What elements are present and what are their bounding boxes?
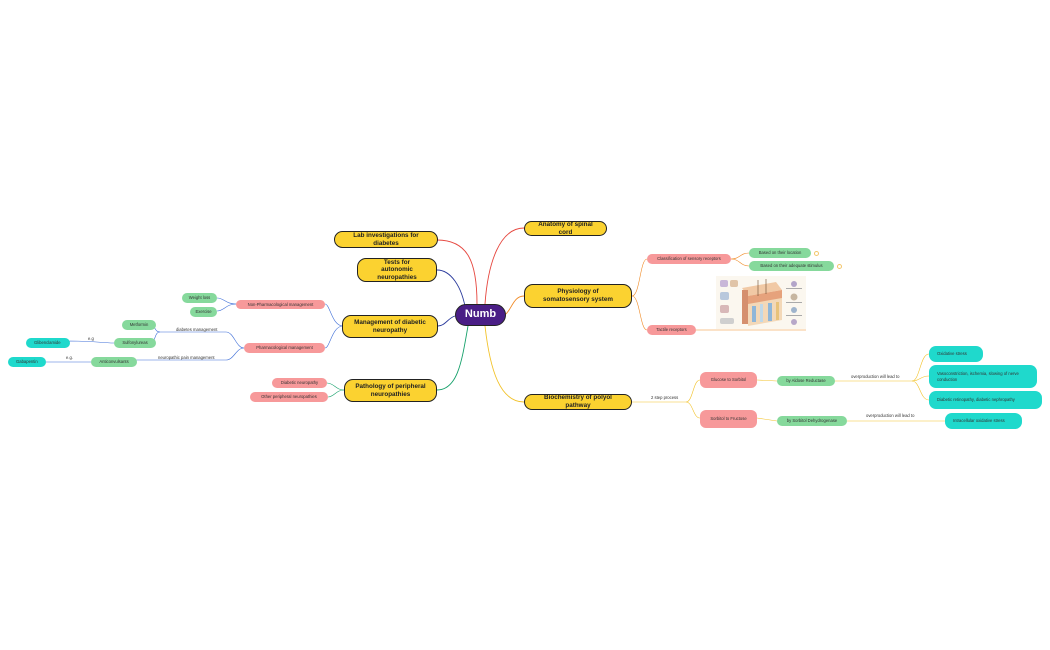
diabetes-management-label: diabetes management xyxy=(176,327,218,332)
overproduction-label-1: overproduction will lead to xyxy=(851,374,900,379)
edge-root-pathology xyxy=(436,325,469,391)
vasoconstriction-ischemia[interactable]: Vasoconstriction, ischemia, slowing of n… xyxy=(929,365,1037,388)
note-marker-icon[interactable] xyxy=(814,251,819,256)
weight-loss[interactable]: Weight loss xyxy=(182,293,217,303)
sulfonylureas[interactable]: Sulfonylureas xyxy=(114,338,156,348)
edge-root-biochemistry xyxy=(484,325,525,403)
sorbitol-to-fructose[interactable]: Sorbitol to Fructose xyxy=(700,410,757,428)
topic-biochemistry[interactable]: Biochemistry of polyol pathway xyxy=(524,394,632,410)
gabapentin[interactable]: Gabapentin xyxy=(8,357,46,367)
based-on-location[interactable]: Based on their location xyxy=(749,248,811,258)
based-on-adequate-stimulus[interactable]: Based on their adequate stimulus xyxy=(749,261,834,271)
edge-root-anatomy xyxy=(484,227,525,305)
sorbitol-dehydrogenase[interactable]: by Sorbitol Dehydrogenase xyxy=(777,416,847,426)
edge-root-management xyxy=(437,315,456,327)
eg-label-2: e.g. xyxy=(66,355,73,360)
aldose-reductase[interactable]: by Aldose Reductase xyxy=(777,376,835,386)
intracellular-oxidative-stress[interactable]: Intracellular oxidative stress xyxy=(945,413,1022,429)
pharmacological-management[interactable]: Pharmacological management xyxy=(244,343,325,353)
note-marker-icon[interactable] xyxy=(837,264,842,269)
tactile-receptors[interactable]: Tactile receptors xyxy=(647,325,696,335)
retinopathy-nephropathy[interactable]: Diabetic retinopathy, diabetic nephropat… xyxy=(929,391,1042,409)
diabetic-neuropathy[interactable]: Diabetic neuropathy xyxy=(272,378,327,388)
other-peripheral-neuropathies[interactable]: Other peripheral neuropathies xyxy=(250,392,328,402)
overproduction-label-2: overproduction will lead to xyxy=(866,413,915,418)
exercise[interactable]: Exercise xyxy=(190,307,217,317)
edge-root-physiology xyxy=(505,295,525,315)
topic-anatomy[interactable]: Anatomy of spinal cord xyxy=(524,221,607,236)
metformin[interactable]: Metformin xyxy=(122,320,156,330)
skin-receptors-image xyxy=(716,276,806,329)
classification-of-sensory-receptors[interactable]: Classification of sensory receptors xyxy=(647,254,731,264)
root-topic[interactable]: Numb xyxy=(455,304,506,326)
two-step-process-label: 2 step process xyxy=(651,395,679,400)
eg-label-1: e.g xyxy=(88,336,94,341)
anticonvulsants[interactable]: Anticonvulsants xyxy=(91,357,137,367)
topic-physiology[interactable]: Physiology of somatosensory system xyxy=(524,284,632,308)
topic-pathology[interactable]: Pathology of peripheral neuropathies xyxy=(344,379,437,402)
oxidative-stress[interactable]: Oxidative stress xyxy=(929,346,983,362)
edge-root-lab xyxy=(436,239,478,305)
topic-management[interactable]: Management of diabetic neuropathy xyxy=(342,315,438,338)
non-pharmacological-management[interactable]: Non-Pharmacological management xyxy=(236,300,325,309)
glucose-to-sorbitol[interactable]: Glucose to Sorbitol xyxy=(700,372,757,388)
topic-lab-investigations[interactable]: Lab investigations for diabetes xyxy=(334,231,438,248)
glibenclamide[interactable]: Glibenclamide xyxy=(26,338,70,348)
neuropathic-pain-management-label: neuropathic pain management xyxy=(158,355,215,360)
topic-autonomic-tests[interactable]: Tests for autonomic neuropathies xyxy=(357,258,437,282)
